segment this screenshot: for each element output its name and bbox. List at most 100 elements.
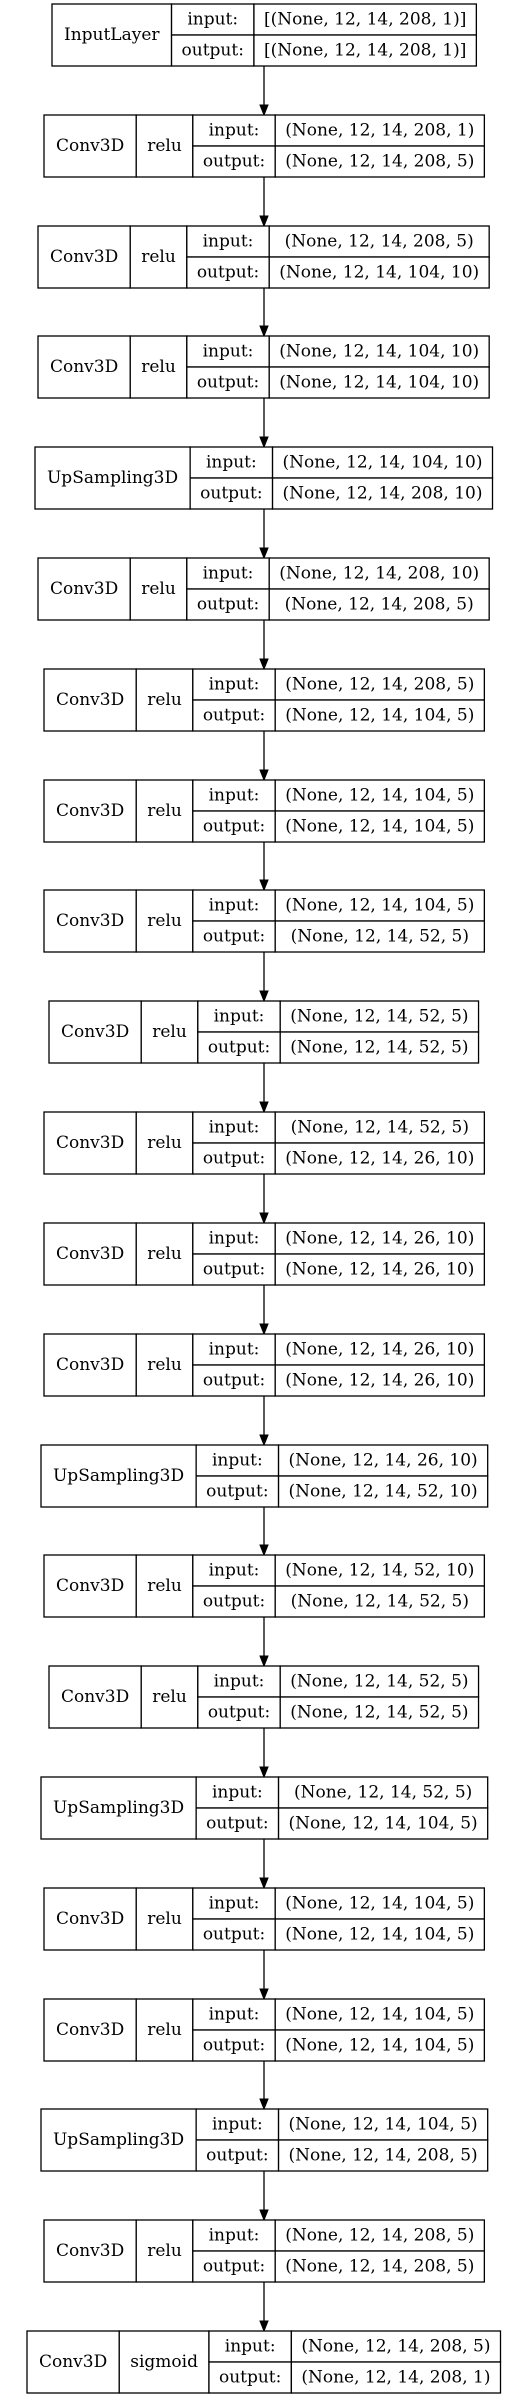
output-label: output: xyxy=(206,2146,268,2166)
output-label: output: xyxy=(203,2257,265,2277)
input-shape-cell xyxy=(271,446,494,479)
layer-type-label: Conv3D xyxy=(56,1909,124,1929)
arrow-head xyxy=(259,1101,269,1114)
input-label-cell xyxy=(195,1444,280,1477)
edge-arrow xyxy=(259,177,269,228)
arrow-head xyxy=(259,1544,269,1557)
layer-type-cell xyxy=(48,1665,142,1729)
edge-arrow xyxy=(259,842,269,892)
layer-type-cell xyxy=(43,1333,137,1397)
layer-type-label: UpSampling3D xyxy=(47,468,178,488)
output-label-cell xyxy=(195,2139,280,2172)
input-shape-cell xyxy=(277,1776,489,1809)
output-shape: (None, 12, 14, 104, 5) xyxy=(285,2036,474,2056)
output-shape-cell xyxy=(274,810,486,843)
input-label: input: xyxy=(209,896,260,916)
input-label: input: xyxy=(187,10,238,30)
output-label-cell xyxy=(192,699,276,732)
output-label: output: xyxy=(203,1925,265,1945)
input-shape: (None, 12, 14, 104, 5) xyxy=(289,2115,478,2135)
arrow-head xyxy=(259,1655,269,1668)
layer-type-label: Conv3D xyxy=(56,2020,124,2040)
edge-arrow xyxy=(259,952,269,1003)
output-shape: (None, 12, 14, 104, 5) xyxy=(285,706,474,726)
input-label: input: xyxy=(209,1229,260,1249)
input-label: input: xyxy=(209,2226,260,2246)
arrow-head xyxy=(259,879,269,892)
layer-type-label: Conv3D xyxy=(39,2352,107,2372)
input-label: input: xyxy=(203,342,254,362)
activation-cell xyxy=(135,889,194,953)
activation-cell xyxy=(135,1887,194,1951)
output-shape: (None, 12, 14, 52, 5) xyxy=(290,1703,468,1723)
layer-type-cell xyxy=(40,2108,197,2172)
edge-arrow xyxy=(259,509,269,560)
output-shape: (None, 12, 14, 208, 5) xyxy=(285,595,474,615)
layer-type-cell xyxy=(48,1000,142,1064)
output-label: output: xyxy=(203,1371,265,1391)
layer-type-label: Conv3D xyxy=(50,579,118,599)
input-label-cell xyxy=(197,1000,281,1033)
input-shape: (None, 12, 14, 26, 10) xyxy=(289,1451,478,1471)
output-label: output: xyxy=(203,1260,265,1280)
input-shape-cell xyxy=(274,1333,486,1366)
layer-type-cell xyxy=(26,2330,120,2394)
input-label: input: xyxy=(206,453,257,473)
output-label: output: xyxy=(203,706,265,726)
activation-label: relu xyxy=(141,247,176,267)
output-label: output: xyxy=(208,1038,270,1058)
output-shape-cell xyxy=(274,1585,486,1618)
output-shape: (None, 12, 14, 26, 10) xyxy=(285,1260,474,1280)
activation-cell xyxy=(129,225,188,289)
input-shape: (None, 12, 14, 52, 10) xyxy=(285,1561,474,1581)
edge-arrow xyxy=(259,66,269,117)
output-label-cell xyxy=(186,366,270,399)
layer-type-label: UpSampling3D xyxy=(53,1466,184,1486)
arrow-head xyxy=(259,2209,269,2222)
arrow-head xyxy=(259,436,269,449)
input-shape-cell xyxy=(274,779,486,812)
input-shape-cell xyxy=(274,1887,486,1920)
output-label-cell xyxy=(192,1253,276,1286)
output-label-cell xyxy=(192,1585,276,1618)
layer-type-label: Conv3D xyxy=(56,1133,124,1153)
output-label: output: xyxy=(203,152,265,172)
output-shape: (None, 12, 14, 208, 5) xyxy=(285,2257,474,2277)
layer-type-label: Conv3D xyxy=(50,357,118,377)
activation-label: relu xyxy=(147,136,182,156)
activation-cell xyxy=(135,1333,194,1397)
activation-label: relu xyxy=(147,1244,182,1264)
activation-cell xyxy=(118,2330,210,2394)
layer-type-label: Conv3D xyxy=(56,136,124,156)
output-shape-cell xyxy=(279,1696,480,1729)
activation-label: relu xyxy=(147,911,182,931)
layer-type-label: Conv3D xyxy=(56,801,124,821)
arrow-head xyxy=(259,1988,269,2001)
input-shape-cell xyxy=(274,1998,486,2031)
output-label-cell xyxy=(195,1807,280,1840)
activation-cell xyxy=(135,668,194,732)
output-shape: (None, 12, 14, 52, 10) xyxy=(289,1482,478,1502)
layer-type-cell xyxy=(37,225,131,289)
input-shape: (None, 12, 14, 26, 10) xyxy=(285,1229,474,1249)
arrow-head xyxy=(259,1212,269,1225)
output-shape: (None, 12, 14, 104, 10) xyxy=(279,263,479,283)
activation-cell xyxy=(135,114,194,178)
output-shape-cell xyxy=(290,2361,502,2394)
activation-label: relu xyxy=(147,1909,182,1929)
input-label: input: xyxy=(214,1672,265,1692)
output-shape: (None, 12, 14, 26, 10) xyxy=(285,1371,474,1391)
output-shape-cell xyxy=(274,2250,486,2283)
input-shape: [(None, 12, 14, 208, 1)] xyxy=(264,10,466,30)
edge-arrow xyxy=(259,1396,269,1447)
